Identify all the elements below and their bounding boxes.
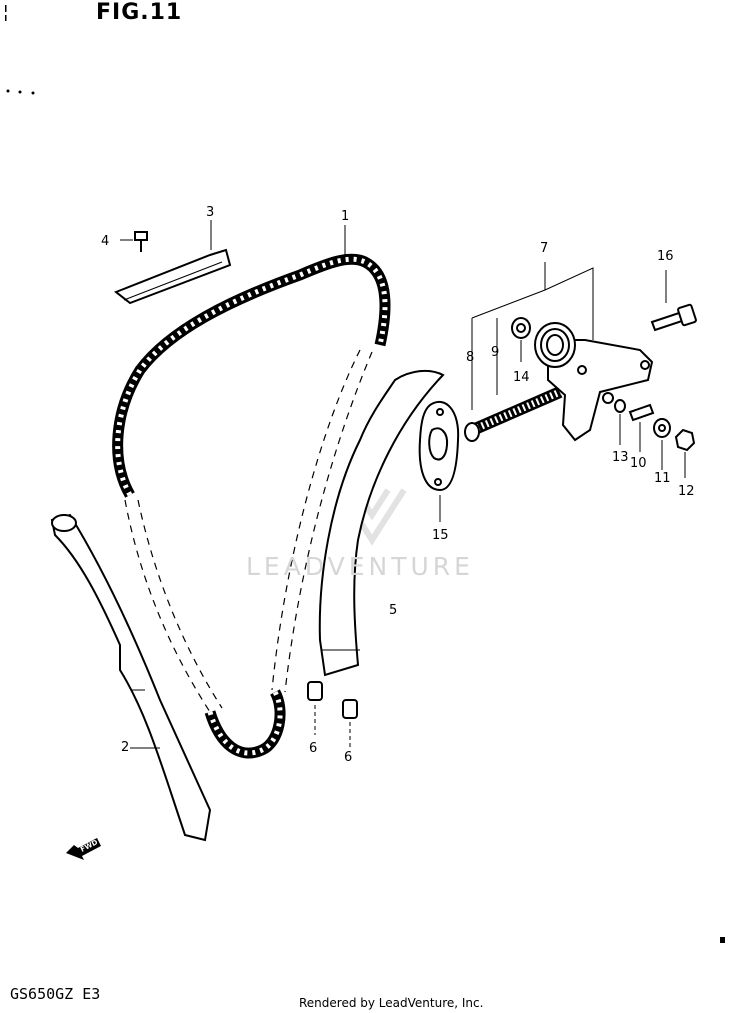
chain-guide-left: [50, 513, 212, 842]
callout-11: 11: [654, 471, 671, 486]
callout-9: 9: [491, 345, 500, 360]
scan-marks: [5, 5, 725, 943]
callout-12: 12: [678, 484, 695, 499]
callout-6b: 6: [344, 750, 353, 765]
cap: [511, 317, 531, 362]
cam-chain: [112, 253, 391, 759]
callout-15: 15: [432, 528, 449, 543]
gasket: [418, 400, 460, 522]
damper-left: [307, 681, 323, 735]
callout-7: 7: [540, 241, 549, 256]
chain-tensioner-guide: [318, 369, 445, 677]
callout-6a: 6: [309, 741, 318, 756]
callout-5: 5: [389, 603, 398, 618]
callout-2: 2: [121, 740, 130, 755]
bolt-large: [650, 270, 697, 332]
callout-3: 3: [206, 205, 215, 220]
damper-right: [342, 699, 358, 748]
fwd-arrow-icon: [66, 838, 101, 860]
bolt-small: [120, 231, 148, 252]
callout-1: 1: [341, 209, 350, 224]
leader-lines: [210, 220, 594, 410]
callout-10: 10: [630, 456, 647, 471]
model-code: GS650GZ E3: [10, 985, 101, 1003]
callout-16: 16: [657, 249, 674, 264]
chain-guide-top: [114, 248, 232, 305]
callout-4: 4: [101, 234, 110, 249]
tensioner-assembly: [464, 322, 654, 442]
callout-8: 8: [466, 350, 475, 365]
callout-13: 13: [612, 450, 629, 465]
figure-title: FIG.11: [96, 0, 183, 25]
watermark-text: LEADVENTURE: [246, 552, 474, 581]
footer-credit: Rendered by LeadVenture, Inc.: [299, 996, 484, 1010]
small-hardware: [614, 399, 696, 478]
callout-14: 14: [513, 370, 530, 385]
